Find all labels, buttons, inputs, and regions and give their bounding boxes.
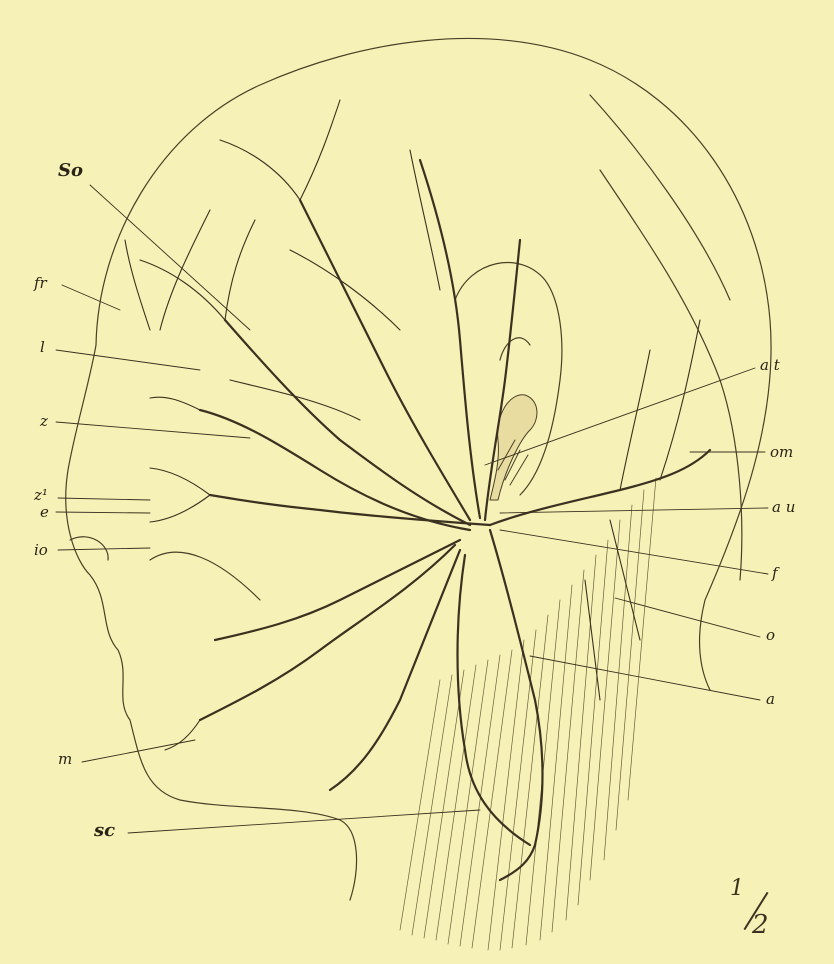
- label-a: a: [766, 692, 775, 707]
- label-m: m: [58, 752, 72, 767]
- scale-fraction: 1 2: [722, 876, 782, 946]
- label-e: e: [40, 505, 49, 520]
- ear-detail: [490, 395, 537, 500]
- label-fr: fr: [34, 276, 47, 291]
- fine-nerve-branches: [125, 100, 700, 750]
- label-so: So: [58, 162, 83, 180]
- scale-numerator: 1: [730, 878, 744, 900]
- head-outline: [66, 38, 771, 900]
- label-f: f: [772, 566, 778, 581]
- label-z: z: [40, 414, 48, 429]
- facial-nerve-branches: [200, 160, 710, 880]
- label-leader-lines: [56, 185, 768, 833]
- label-l: l: [40, 340, 45, 355]
- label-at: a t: [760, 358, 780, 373]
- label-o: o: [766, 628, 775, 643]
- scale-denominator: 2: [752, 912, 769, 938]
- label-z1: z¹: [34, 488, 48, 503]
- label-om: om: [770, 445, 793, 460]
- label-au: a u: [772, 500, 795, 515]
- label-sc: sc: [94, 822, 115, 840]
- label-io: io: [34, 543, 48, 558]
